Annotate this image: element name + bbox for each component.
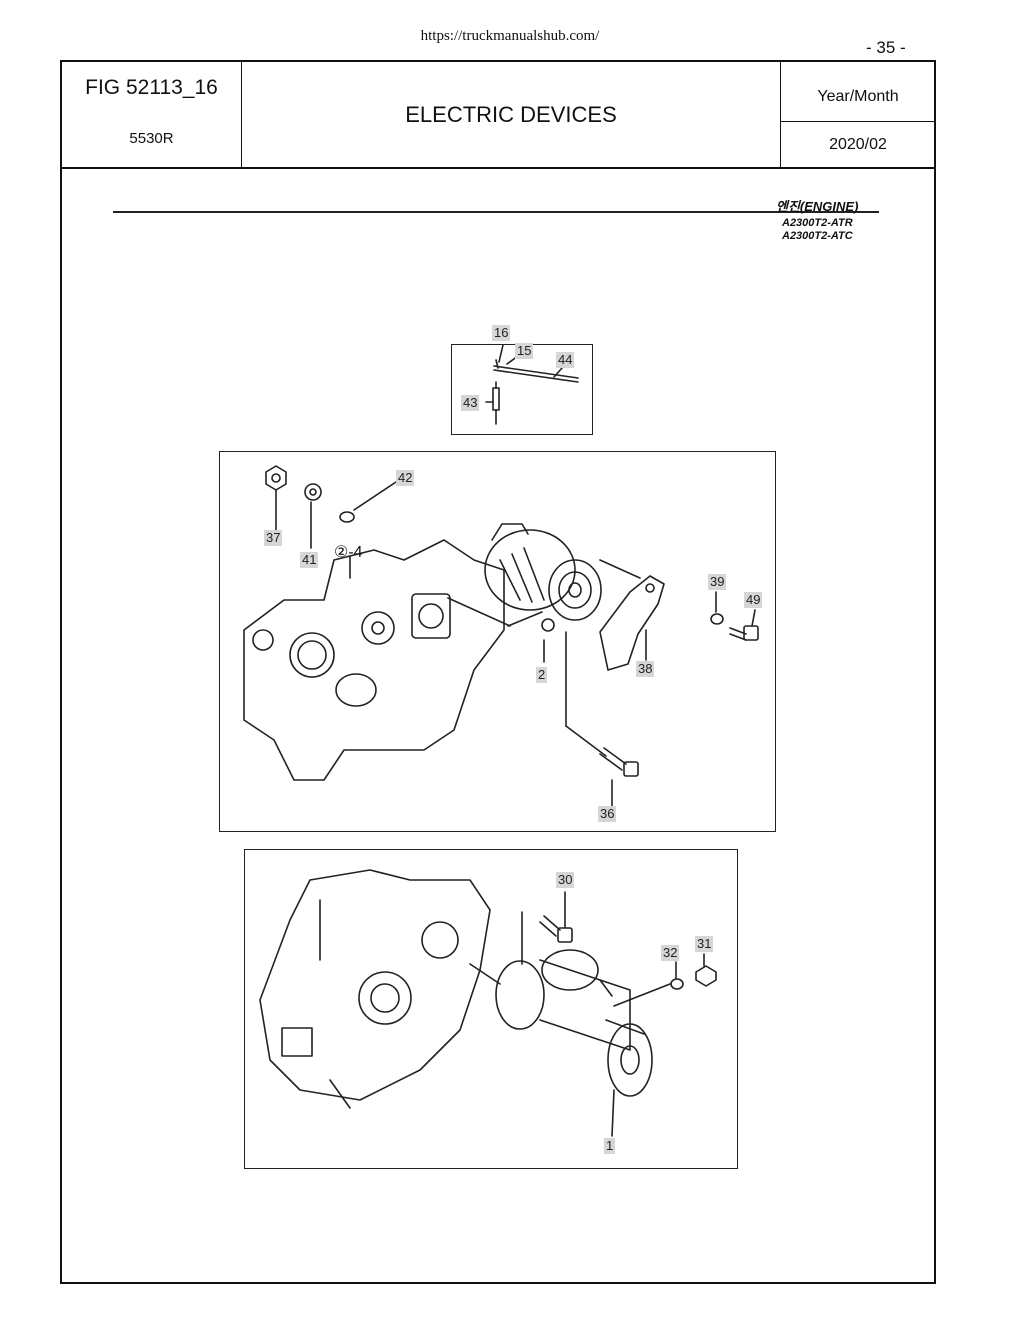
callout-label: 43	[461, 395, 480, 411]
divider	[781, 121, 935, 122]
callout-label: 41	[300, 552, 319, 568]
engine-rule	[113, 211, 879, 213]
callout-label: 49	[744, 592, 763, 608]
page-title: ELECTRIC DEVICES	[405, 102, 617, 127]
year-month-value: 2020/02	[829, 136, 887, 153]
callout-label: 38	[636, 661, 655, 677]
callout-label: 31	[695, 936, 714, 952]
figure-number: FIG 52113_16	[85, 76, 218, 99]
year-month-label: Year/Month	[817, 88, 899, 105]
model-code: 5530R	[129, 130, 174, 147]
callout-label: 32	[661, 945, 680, 961]
callout-label: 1	[604, 1138, 616, 1154]
callout-label: 36	[598, 806, 617, 822]
callout-label: 2	[536, 667, 548, 683]
starter-diagram-box	[244, 849, 738, 1169]
callout-label: 37	[264, 530, 283, 546]
alternator-diagram-box	[219, 451, 776, 832]
source-url[interactable]: https://truckmanualshub.com/	[420, 28, 600, 44]
callout-label: ②-4	[334, 544, 363, 561]
callout-label: 15	[515, 343, 534, 359]
callout-label: 42	[396, 470, 415, 486]
callout-label: 44	[556, 352, 575, 368]
title-block: FIG 52113_16 5530R ELECTRIC DEVICES Year…	[60, 60, 936, 169]
callout-label: 16	[492, 325, 511, 341]
engine-code: A2300T2-ATC	[782, 230, 853, 242]
alternator-assembly-drawing	[243, 465, 759, 807]
date-cell: Year/Month 2020/02	[780, 62, 935, 167]
starter-assembly-drawing	[259, 869, 717, 1137]
engine-label: 엔진(ENGINE)	[776, 199, 859, 214]
callout-label: 39	[708, 574, 727, 590]
figure-cell: FIG 52113_16 5530R	[62, 62, 242, 167]
page-number: - 35 -	[866, 38, 906, 57]
engine-code: A2300T2-ATR	[782, 217, 853, 229]
callout-label: 30	[556, 872, 575, 888]
